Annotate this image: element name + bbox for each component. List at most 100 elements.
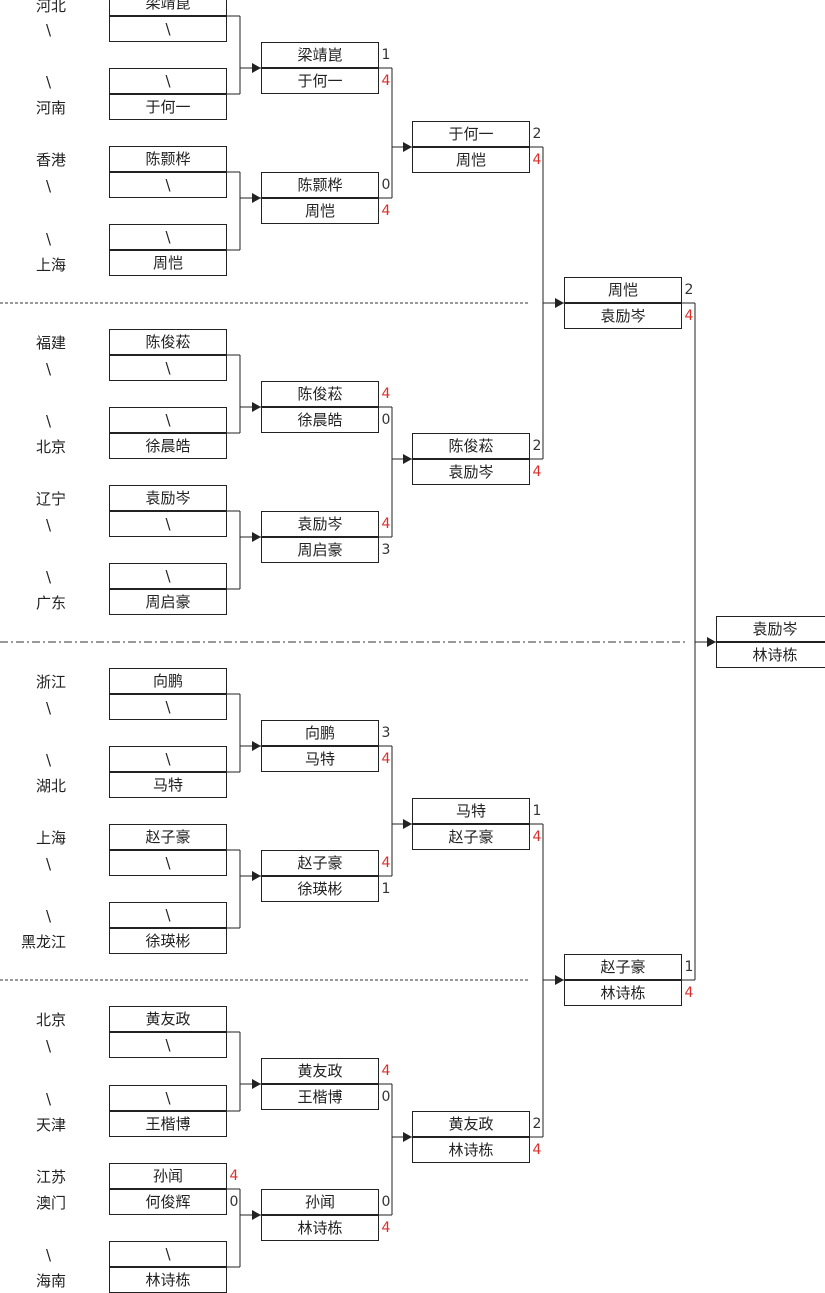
bye-marker: \ bbox=[46, 230, 52, 248]
match-score: 3 bbox=[381, 725, 391, 741]
r3-match-player-bottom: 袁励岑 bbox=[564, 303, 682, 329]
match-score: 0 bbox=[381, 1194, 391, 1210]
province-label: 香港 bbox=[35, 151, 66, 169]
match-score: 2 bbox=[532, 438, 542, 454]
r0-match-player-top: 向鹏 bbox=[109, 668, 227, 694]
advance-arrow-icon bbox=[252, 63, 261, 73]
province-label: 广东 bbox=[35, 594, 66, 612]
match-score: 4 bbox=[684, 308, 694, 324]
r0-match-player-top: 陈颢桦 bbox=[109, 146, 227, 172]
r2-match-player-bottom: 袁励岑 bbox=[412, 459, 530, 485]
bye-marker: \ bbox=[46, 1246, 52, 1264]
r1-match-player-top: 黄友政 bbox=[261, 1058, 379, 1084]
bye-marker: \ bbox=[46, 21, 52, 39]
r2-match-player-top: 黄友政 bbox=[412, 1111, 530, 1137]
r1-match-player-top: 陈俊菘 bbox=[261, 381, 379, 407]
province-label: 辽宁 bbox=[35, 490, 66, 508]
final-player-bottom: 林诗栋 bbox=[716, 642, 825, 668]
advance-arrow-icon bbox=[252, 741, 261, 751]
match-score: 1 bbox=[532, 803, 542, 819]
r1-match-player-bottom: 于何一 bbox=[261, 68, 379, 94]
r0-match-player-top: \ bbox=[109, 1241, 227, 1267]
r0-match-player-bottom: \ bbox=[109, 172, 227, 198]
r0-match-player-bottom: \ bbox=[109, 355, 227, 381]
province-label: 浙江 bbox=[35, 673, 66, 691]
r2-match-player-top: 马特 bbox=[412, 798, 530, 824]
r1-match-player-top: 赵子豪 bbox=[261, 850, 379, 876]
r2-match-player-bottom: 赵子豪 bbox=[412, 824, 530, 850]
r0-match-player-bottom: 林诗栋 bbox=[109, 1267, 227, 1293]
r1-match-player-top: 陈颢桦 bbox=[261, 172, 379, 198]
bye-marker: \ bbox=[46, 177, 52, 195]
bye-marker: \ bbox=[46, 751, 52, 769]
province-label: 澳门 bbox=[35, 1194, 66, 1212]
bye-marker: \ bbox=[46, 568, 52, 586]
province-label: 江苏 bbox=[35, 1168, 66, 1186]
r2-match-player-bottom: 周恺 bbox=[412, 147, 530, 173]
r1-match-player-top: 梁靖崑 bbox=[261, 42, 379, 68]
province-label: 湖北 bbox=[35, 777, 66, 795]
r1-match-player-top: 孙闻 bbox=[261, 1189, 379, 1215]
r3-match-player-top: 赵子豪 bbox=[564, 954, 682, 980]
bye-marker: \ bbox=[46, 1037, 52, 1055]
r0-match-player-bottom: \ bbox=[109, 16, 227, 42]
r0-match-player-top: \ bbox=[109, 1085, 227, 1111]
bye-marker: \ bbox=[46, 1090, 52, 1108]
r0-match-player-top: \ bbox=[109, 68, 227, 94]
r1-match-player-bottom: 徐晨皓 bbox=[261, 407, 379, 433]
r0-match-player-bottom: 徐瑛彬 bbox=[109, 928, 227, 954]
province-label: 北京 bbox=[35, 438, 66, 456]
advance-arrow-icon bbox=[707, 637, 716, 647]
r0-match-player-top: \ bbox=[109, 224, 227, 250]
province-label: 黑龙江 bbox=[20, 933, 66, 951]
r2-match-player-top: 于何一 bbox=[412, 121, 530, 147]
bye-marker: \ bbox=[46, 360, 52, 378]
match-score: 4 bbox=[381, 73, 391, 89]
match-score: 4 bbox=[532, 464, 542, 480]
match-score: 1 bbox=[684, 959, 694, 975]
r0-match-player-bottom: \ bbox=[109, 694, 227, 720]
r1-match-player-bottom: 王楷博 bbox=[261, 1084, 379, 1110]
province-label: 天津 bbox=[35, 1116, 66, 1134]
r1-match-player-bottom: 林诗栋 bbox=[261, 1215, 379, 1241]
match-score: 0 bbox=[381, 412, 391, 428]
r0-match-player-bottom: \ bbox=[109, 850, 227, 876]
province-label: 北京 bbox=[35, 1011, 66, 1029]
r0-match-player-bottom: \ bbox=[109, 1032, 227, 1058]
r2-match-player-bottom: 林诗栋 bbox=[412, 1137, 530, 1163]
r0-match-player-top: 袁励岑 bbox=[109, 485, 227, 511]
province-label: 河北 bbox=[35, 0, 66, 15]
match-score: 4 bbox=[381, 516, 391, 532]
match-score: 4 bbox=[532, 152, 542, 168]
advance-arrow-icon bbox=[252, 1079, 261, 1089]
r1-match-player-top: 向鹏 bbox=[261, 720, 379, 746]
r3-match-player-bottom: 林诗栋 bbox=[564, 980, 682, 1006]
match-score: 2 bbox=[532, 1116, 542, 1132]
r0-match-player-top: 梁靖崑 bbox=[109, 0, 227, 16]
province-label: 福建 bbox=[35, 334, 66, 352]
r0-match-player-bottom: 王楷博 bbox=[109, 1111, 227, 1137]
match-score: 4 bbox=[532, 1142, 542, 1158]
advance-arrow-icon bbox=[403, 142, 412, 152]
r0-match-player-top: \ bbox=[109, 407, 227, 433]
match-score: 0 bbox=[229, 1194, 239, 1210]
r3-match-player-top: 周恺 bbox=[564, 277, 682, 303]
r0-match-player-top: \ bbox=[109, 902, 227, 928]
match-score: 4 bbox=[381, 203, 391, 219]
match-score: 4 bbox=[229, 1168, 239, 1184]
advance-arrow-icon bbox=[403, 819, 412, 829]
match-score: 4 bbox=[381, 855, 391, 871]
advance-arrow-icon bbox=[403, 454, 412, 464]
advance-arrow-icon bbox=[252, 532, 261, 542]
advance-arrow-icon bbox=[252, 193, 261, 203]
match-score: 2 bbox=[684, 282, 694, 298]
match-score: 3 bbox=[381, 542, 391, 558]
match-score: 0 bbox=[381, 1089, 391, 1105]
match-score: 2 bbox=[532, 126, 542, 142]
r0-match-player-bottom: 马特 bbox=[109, 772, 227, 798]
r2-match-player-top: 陈俊菘 bbox=[412, 433, 530, 459]
final-player-top: 袁励岑 bbox=[716, 616, 825, 642]
r1-match-player-bottom: 马特 bbox=[261, 746, 379, 772]
r0-match-player-bottom: 周启豪 bbox=[109, 589, 227, 615]
